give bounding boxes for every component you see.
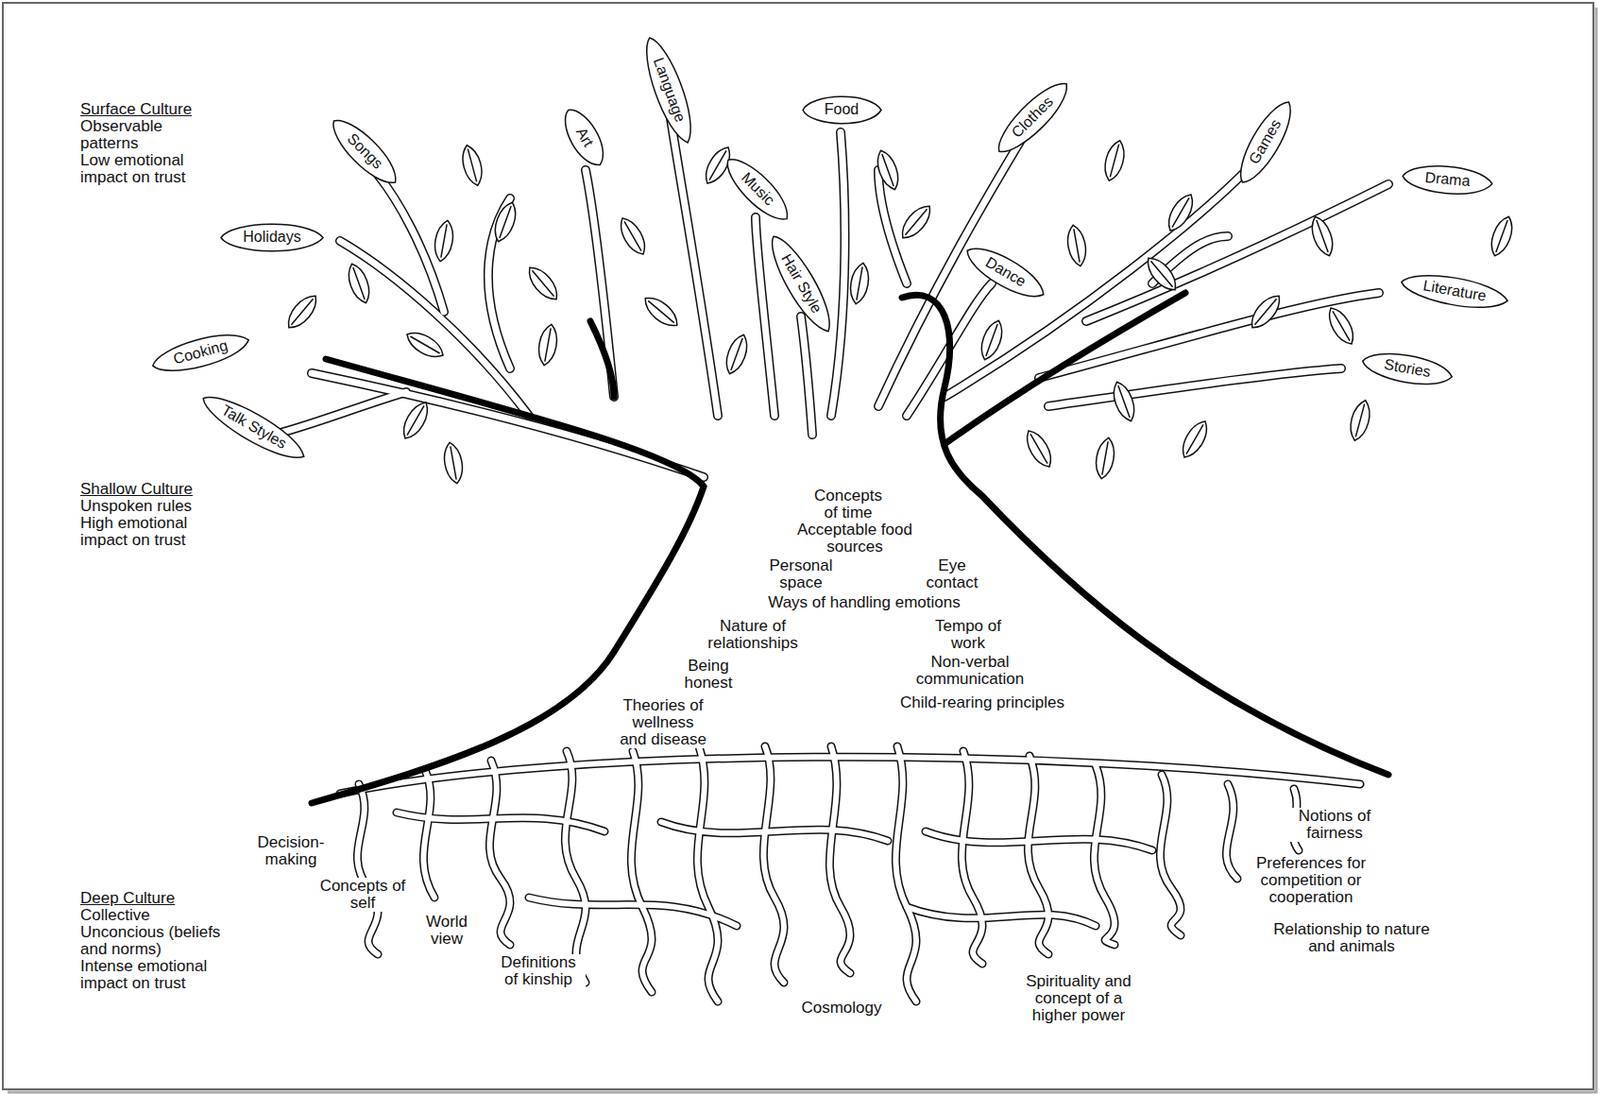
small-leaf (1101, 137, 1129, 183)
trunk-label: Theories of wellness and disease (615, 697, 711, 749)
leaf-outline (960, 238, 1051, 306)
leaf-outline (718, 150, 797, 228)
small-leaf (872, 147, 903, 193)
leaf-outline (762, 229, 841, 339)
root-label: Preferences for competition or cooperati… (1245, 854, 1378, 906)
trunk-label: Personal space (755, 557, 847, 592)
small-leaf (1064, 223, 1089, 268)
leaf-outline (802, 96, 882, 123)
small-leaf (1346, 397, 1375, 443)
small-leaf (490, 199, 521, 245)
trunk-label: Eye contact (912, 557, 992, 592)
trunk-line (590, 321, 614, 397)
root-outline (340, 746, 1361, 1002)
root-label: Notions of fairness (1285, 807, 1384, 842)
root-label: Decision-making (245, 834, 337, 869)
small-leaf (639, 291, 682, 332)
small-leaves (282, 137, 1517, 485)
leaf-node: Drama (1400, 157, 1494, 201)
small-leaf (397, 397, 434, 443)
root-label: Definitions of kinship (492, 953, 586, 988)
leaf-label: Holidays (242, 228, 301, 246)
small-leaf (847, 261, 871, 306)
small-leaf (431, 219, 456, 263)
trunk-lines (311, 292, 1389, 803)
small-leaf (1021, 425, 1057, 471)
root-label: World view (415, 913, 478, 948)
small-leaf (459, 142, 487, 188)
leaf-outline (196, 386, 311, 468)
root-label: Concepts of self (304, 877, 422, 912)
culture-note: High emotional impact on trust (78, 514, 215, 549)
small-leaf (1323, 303, 1360, 348)
small-leaf (1176, 416, 1213, 461)
small-leaf (1162, 189, 1199, 235)
small-leaf (1245, 289, 1286, 333)
small-leaf (1141, 252, 1182, 295)
root-label: Cosmology (799, 999, 884, 1017)
small-leaf (614, 213, 651, 258)
leaf-outline (556, 102, 612, 171)
leaf-node: Holidays (221, 220, 324, 256)
trunk-label: Non-verbal communication (878, 653, 1062, 688)
leaf-outline (221, 223, 324, 251)
trunk-label: Acceptable food sources (795, 521, 915, 556)
leaf-outline (323, 110, 405, 191)
leaf-outline (988, 73, 1076, 161)
leaf-outline (1398, 268, 1510, 314)
leaf-outline (1230, 94, 1301, 188)
culture-note: Intense emotional impact on trust (78, 957, 234, 992)
small-leaf (1092, 436, 1117, 480)
root-label: Spirituality and concept of a higher pow… (1010, 972, 1147, 1024)
trunk-label: Ways of handling emotions (765, 594, 962, 612)
culture-heading: Deep Culture (78, 889, 177, 907)
small-leaf (343, 260, 375, 307)
leaf-label: Drama (1423, 169, 1470, 191)
leaf-outline (636, 33, 700, 148)
small-leaf (282, 289, 323, 333)
small-leaf (1108, 378, 1140, 425)
leaf-label: Food (824, 101, 859, 119)
small-leaf (1486, 213, 1517, 259)
leaf-outline (1360, 347, 1454, 391)
culture-note: Observable patterns (78, 118, 215, 153)
trunk-label: Being honest (668, 657, 749, 692)
small-leaf (535, 323, 560, 367)
small-leaf (402, 326, 447, 363)
trunk-label: Nature of relationships (689, 617, 817, 652)
root-label: Relationship to nature and animals (1267, 920, 1437, 955)
culture-heading: Surface Culture (78, 101, 194, 119)
trunk-line (944, 292, 1186, 444)
small-leaf (976, 317, 1007, 363)
leaf-node: Food (802, 92, 882, 128)
frame-shadow (7, 7, 1597, 1092)
culture-note: Low emotional impact on trust (78, 152, 215, 187)
root-fill (340, 746, 1361, 1002)
trunk-label: Tempo of work (928, 617, 1008, 652)
small-leaf (441, 441, 465, 485)
small-leaf (523, 261, 563, 305)
trunk-label: Child-rearing principles (898, 694, 1067, 712)
branch-fill (273, 118, 1389, 477)
small-leaf (1307, 213, 1338, 259)
small-leaf (896, 200, 937, 243)
branch-outline (273, 118, 1389, 477)
culture-note: Collective Unconcious (beliefs and norms… (78, 906, 234, 958)
culture-heading: Shallow Culture (78, 480, 195, 498)
leaf-outline (1400, 162, 1493, 198)
small-leaf (721, 331, 752, 377)
culture-note: Unspoken rules (78, 497, 194, 515)
trunk-label: Concepts of time (807, 487, 889, 522)
leaf-outline (149, 326, 253, 379)
